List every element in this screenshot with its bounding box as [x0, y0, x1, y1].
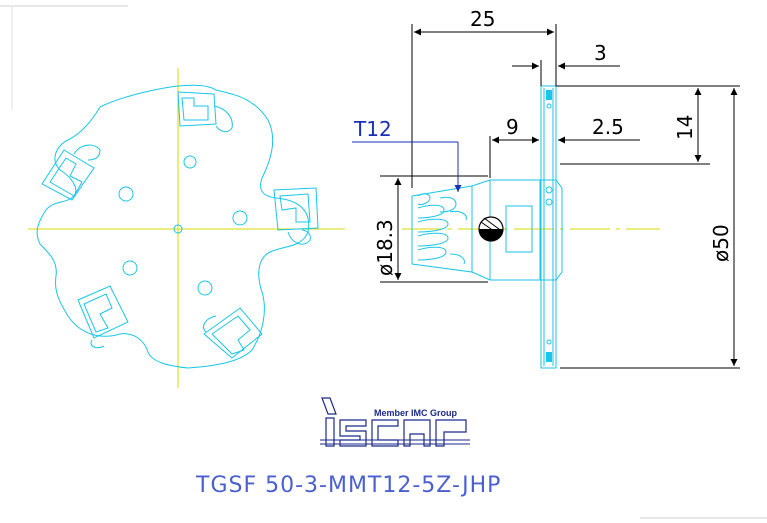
side-view — [402, 85, 660, 369]
product-designation: TGSF 50-3-MMT12-5Z-JHP — [195, 473, 501, 498]
dimension-14: 14 — [556, 85, 710, 165]
thread-callout: T12 — [352, 117, 462, 192]
insert-pocket-top — [177, 91, 233, 133]
logo-tagline: Member IMC Group — [374, 408, 458, 418]
dimension-diameter-18-3-label: ø18.3 — [373, 219, 397, 276]
front-view — [28, 68, 345, 388]
insert-top — [546, 90, 552, 100]
dimension-2-5: 2.5 — [558, 115, 640, 144]
insert-pocket-bottom-right — [203, 307, 263, 359]
iscar-logo: Member IMC Group — [320, 397, 470, 447]
dimension-diameter-18-3: ø18.3 — [373, 175, 488, 283]
dimension-9-label: 9 — [506, 115, 519, 139]
cutter-disc — [540, 85, 557, 369]
thread-profile — [417, 193, 467, 265]
insert-bottom — [546, 352, 552, 362]
hub-slot — [505, 205, 533, 253]
dimension-3: 3 — [512, 41, 620, 86]
dimension-14-label: 14 — [673, 115, 697, 140]
dimension-2-5-label: 2.5 — [592, 115, 624, 139]
frame-marks — [0, 5, 767, 519]
dimension-9: 9 — [489, 115, 539, 178]
logo-dot — [321, 397, 337, 415]
dimension-25-label: 25 — [470, 7, 495, 31]
dimension-3-label: 3 — [594, 41, 607, 65]
insert-pocket-bottom-left — [77, 285, 129, 349]
dimension-25: 25 — [411, 7, 557, 188]
thread-label: T12 — [353, 117, 392, 141]
insert-pocket-left — [41, 144, 101, 201]
dimension-diameter-50: ø50 — [560, 85, 740, 369]
cutter-body-outline — [36, 84, 310, 369]
dimension-diameter-50-label: ø50 — [709, 224, 733, 262]
insert-pocket-right — [273, 187, 319, 245]
section-circle — [478, 216, 504, 242]
front-view-holes — [118, 155, 248, 296]
